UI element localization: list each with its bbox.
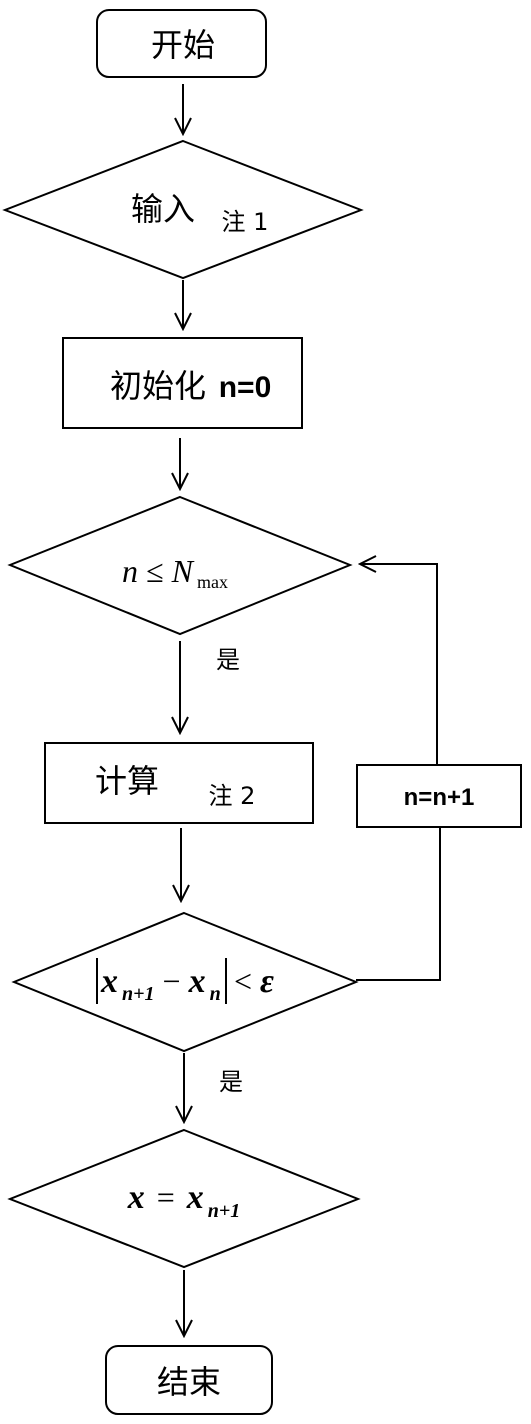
assign-rhs: x (186, 1179, 204, 1216)
conv-var2: x (188, 963, 206, 1000)
assign-formula: x = x n+1 (127, 1179, 241, 1222)
start-label: 开始 (151, 26, 215, 64)
converge-formula: x n+1 − x n (100, 963, 221, 1005)
start-node: 开始 (96, 9, 267, 78)
loopback-down-segment (356, 827, 441, 981)
init-node: 初始化 n=0 (62, 337, 303, 429)
init-code: n=0 (219, 371, 272, 404)
loop-condition-formula: n ≤ N max (122, 553, 228, 592)
assign-node: x = x n+1 (7, 1128, 361, 1269)
input-label: 输入 (131, 190, 195, 228)
loop-bound: N (171, 553, 195, 589)
conv-eps: ε (260, 963, 274, 1000)
conv-var1: x (100, 963, 118, 1000)
assign-eq: = (157, 1179, 175, 1215)
loop-condition-node: n ≤ N max (7, 495, 353, 636)
init-label: 初始化 (110, 367, 206, 405)
conv-minus: − (163, 963, 181, 999)
loop-yes-label: 是 (216, 646, 240, 674)
conv-op: < (234, 963, 252, 999)
converge-rhs: < ε (234, 963, 274, 1000)
end-label: 结束 (157, 1363, 221, 1401)
end-node: 结束 (105, 1345, 273, 1415)
input-node: 输入 注 1 (2, 139, 364, 280)
increment-node: n=n+1 (356, 764, 522, 828)
loopback-up-arrow (360, 564, 438, 765)
conv-sub2: n (210, 983, 221, 1005)
assign-rhs-sub: n+1 (208, 1200, 241, 1222)
loop-bound-sub: max (197, 572, 228, 592)
converge-yes-label: 是 (219, 1068, 243, 1096)
converge-condition-node: x n+1 − x n < ε (11, 911, 359, 1053)
loop-var: n (122, 553, 138, 589)
increment-label: n=n+1 (404, 784, 475, 811)
input-note: 注 1 (222, 208, 269, 236)
loop-op: ≤ (146, 553, 164, 589)
assign-lhs: x (127, 1179, 145, 1216)
compute-label: 计算 (95, 762, 159, 800)
compute-node: 计算 注 2 (44, 742, 314, 824)
compute-note: 注 2 (209, 782, 256, 810)
conv-sub1: n+1 (122, 983, 155, 1005)
